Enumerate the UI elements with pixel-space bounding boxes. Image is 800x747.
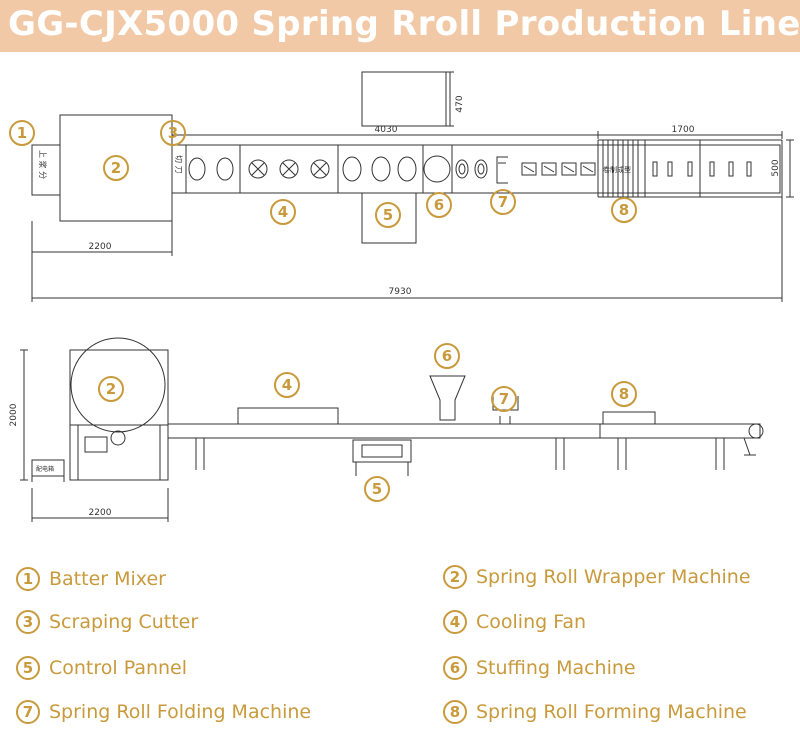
marker-2-side: 2 (106, 380, 116, 398)
cutter-side-label: 切 刀 (174, 155, 183, 174)
conveyor-top-outline (171, 144, 781, 194)
legend-num: 4 (443, 610, 467, 634)
legend-num: 3 (16, 610, 40, 634)
wrapper-machine-side-outline (69, 349, 169, 481)
forming-box-label: 卷制成型 (603, 165, 631, 174)
marker-3-top: 3 (168, 124, 178, 142)
mixer-side-label: 上 浆 分 (38, 150, 48, 179)
dim-1700: 1700 (672, 125, 695, 135)
legend-item-6: 6 Stuffing Machine (443, 656, 636, 680)
marker-8-top: 8 (619, 201, 629, 219)
marker-4-top: 4 (278, 203, 288, 221)
dim-470: 470 (455, 95, 465, 112)
marker-8-side: 8 (619, 385, 629, 403)
legend-label: Spring Roll Wrapper Machine (476, 566, 751, 588)
marker-5-top: 5 (383, 206, 393, 224)
control-panel-top-outline (361, 192, 417, 244)
legend-item-8: 8 Spring Roll Forming Machine (443, 700, 747, 724)
conveyor-side-outline (167, 423, 601, 439)
legend-num: 2 (443, 565, 467, 589)
marker-2-top: 2 (111, 159, 121, 177)
legend-label: Scraping Cutter (49, 611, 199, 633)
legend-item-4: 4 Cooling Fan (443, 610, 586, 634)
marker-6-top: 6 (434, 196, 444, 214)
marker-7-side: 7 (499, 390, 509, 408)
wrapper-drum (70, 337, 166, 433)
legend-label: Spring Roll Forming Machine (476, 701, 747, 723)
legend-label: Stuffing Machine (476, 657, 636, 679)
legend-num: 8 (443, 700, 467, 724)
title-banner: GG-CJX5000 Spring Rroll Production Line (0, 0, 800, 52)
legend-item-7: 7 Spring Roll Folding Machine (16, 700, 311, 724)
legend-label: Cooling Fan (476, 611, 587, 633)
marker-4-side: 4 (282, 376, 292, 394)
production-line-drawing: 470 4030 1700 500 2200 7930 2000 2200 上 … (9, 71, 794, 522)
page-title: GG-CJX5000 Spring Rroll Production Line (8, 4, 800, 44)
legend-num: 6 (443, 656, 467, 680)
dim-2000: 2000 (9, 403, 19, 426)
dim-4030: 4030 (375, 125, 398, 135)
legend-num: 1 (16, 567, 40, 591)
legend-num: 5 (16, 656, 40, 680)
legend-label: Batter Mixer (49, 568, 166, 590)
top-box-outline (361, 71, 447, 127)
legend-item-1: 1 Batter Mixer (16, 567, 166, 591)
legend-label: Spring Roll Folding Machine (49, 701, 312, 723)
dim-2200-top: 2200 (89, 242, 112, 252)
legend-item-2: 2 Spring Roll Wrapper Machine (443, 565, 751, 589)
dim-2200-side: 2200 (89, 508, 112, 518)
marker-6-side: 6 (442, 347, 452, 365)
marker-1-top: 1 (17, 124, 27, 142)
dim-7930: 7930 (389, 287, 412, 297)
marker-7-top: 7 (498, 193, 508, 211)
legend-label: Control Pannel (49, 657, 188, 679)
legend: 1 Batter Mixer 2 Spring Roll Wrapper Mac… (0, 555, 800, 747)
legend-item-5: 5 Control Pannel (16, 656, 187, 680)
electric-cabinet (31, 459, 65, 477)
legend-num: 7 (16, 700, 40, 724)
marker-5-side: 5 (372, 480, 382, 498)
forming-conveyor-side (599, 423, 761, 439)
legend-item-3: 3 Scraping Cutter (16, 610, 198, 634)
stuffing-hopper (429, 375, 466, 421)
control-panel-side-outline (352, 439, 412, 463)
dim-500: 500 (771, 159, 781, 176)
cabinet-label: 配电箱 (36, 465, 54, 473)
